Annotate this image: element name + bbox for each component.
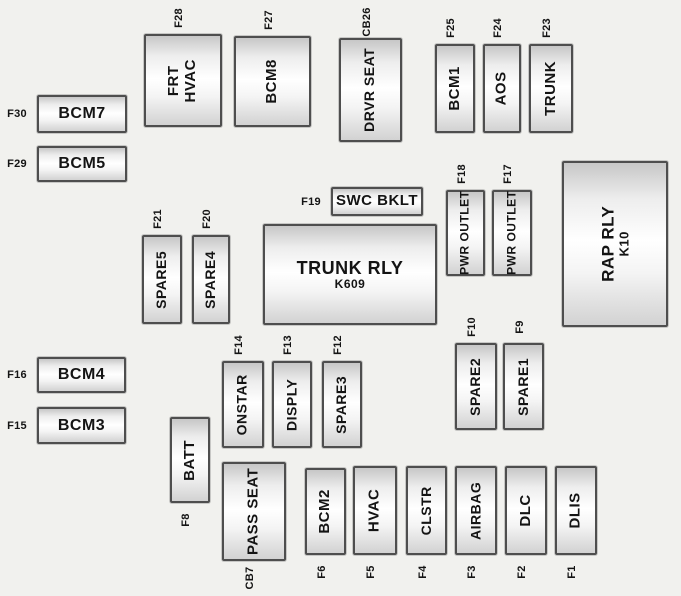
fuse-box-label-f18: PWR OUTLET [457, 190, 472, 276]
fuse-box-f15: BCM3 [37, 407, 126, 444]
fuse-box-f23: TRUNK [529, 44, 573, 133]
fuse-box-f6: BCM2 [305, 468, 346, 555]
fuse-box-f17: PWR OUTLET [492, 190, 532, 276]
fuse-box-label-f24: AOS [492, 71, 510, 106]
fuse-id-f18: F18 [455, 164, 468, 184]
fuse-box-f18: PWR OUTLET [446, 190, 485, 276]
fuse-id-cb7: CB7 [244, 566, 256, 590]
fuse-id-f25: F25 [445, 18, 457, 38]
fuse-id-f1: F1 [566, 565, 578, 579]
fuse-box-label-f5: HVAC [365, 488, 383, 533]
fuse-id-cb26: CB26 [360, 7, 373, 37]
fuse-box-label-f6: BCM2 [316, 489, 334, 534]
fuse-box-f5: HVAC [353, 466, 397, 555]
fuse-box-cb26: DRVR SEAT [339, 38, 402, 142]
fuse-id-f27: F27 [262, 10, 275, 30]
fuse-box-f30: BCM7 [37, 95, 127, 133]
fuse-id-f21: F21 [152, 209, 164, 229]
fuse-id-f5: F5 [365, 565, 377, 579]
fuse-id-f24: F24 [492, 18, 504, 38]
fuse-id-f16: F16 [7, 369, 27, 381]
fuse-box-f3: AIRBAG [455, 466, 497, 555]
fuse-box-f16: BCM4 [37, 357, 126, 393]
fuse-id-f8: F8 [180, 513, 192, 527]
fuse-id-f15: F15 [7, 419, 27, 432]
fuse-id-f28: F28 [173, 8, 185, 28]
fuse-box-cb7: PASS SEAT [222, 462, 286, 561]
fuse-box-label-f30: BCM7 [58, 105, 106, 123]
fuse-id-f3: F3 [466, 565, 478, 579]
fuse-box-label-f20: SPARE4 [202, 250, 219, 309]
fuse-box-f8: BATT [170, 417, 210, 503]
fuse-box-f12: SPARE3 [322, 361, 362, 448]
relay-code-k609: K609 [334, 276, 366, 291]
fuse-box-f25: BCM1 [435, 44, 475, 133]
fuse-id-f4: F4 [416, 565, 429, 579]
fuse-box-label-f21: SPARE5 [153, 250, 170, 309]
fuse-id-f2: F2 [516, 565, 528, 579]
fuse-box-label-f14: ONSTAR [234, 373, 251, 436]
fuse-id-f10: F10 [466, 317, 478, 337]
fuse-box-f21: SPARE5 [142, 235, 182, 324]
fuse-box-label-cb7: PASS SEAT [244, 467, 262, 556]
fuse-box-label-f9: SPARE1 [514, 357, 531, 416]
fuse-box-label-f3: AIRBAG [467, 481, 484, 540]
fuse-box-label-f4: CLSTR [417, 485, 434, 536]
fuse-box-label-f1: DLIS [566, 492, 584, 529]
fuse-box-label-f25: BCM1 [445, 66, 463, 111]
fuse-box-f14: ONSTAR [222, 361, 264, 448]
fuse-box-label-f17: PWR OUTLET [504, 190, 519, 276]
fuse-box-label-f29: BCM5 [58, 155, 106, 173]
fuse-box-f9: SPARE1 [503, 343, 544, 430]
fuse-box-label-f16: BCM4 [57, 366, 106, 384]
fuse-box-label-f27: BCM8 [263, 59, 281, 104]
fuse-box-f13: DISPLY [272, 361, 312, 448]
fuse-box-label-f15: BCM3 [57, 416, 106, 434]
fuse-id-f13: F13 [282, 335, 294, 355]
fuse-box-label-f8: BATT [180, 439, 198, 481]
fuse-id-f20: F20 [201, 209, 213, 229]
fuse-box-f29: BCM5 [37, 146, 127, 182]
fuse-id-f17: F17 [502, 164, 514, 184]
fuse-box-f1: DLIS [555, 466, 597, 555]
fuse-id-f30: F30 [7, 108, 27, 120]
fuse-box-f10: SPARE2 [455, 343, 497, 430]
fuse-box-f19: SWC BKLT [331, 187, 423, 216]
fuse-box-label-f19: SWC BKLT [335, 192, 419, 210]
fuse-box-f4: CLSTR [406, 466, 447, 555]
fuse-id-f12: F12 [332, 335, 344, 355]
fuse-id-f19: F19 [301, 195, 321, 208]
fuse-box-f27: BCM8 [234, 36, 311, 127]
fuse-box-label-f13: DISPLY [283, 378, 300, 431]
fuse-box-f2: DLC [505, 466, 547, 555]
fuse-id-f23: F23 [541, 18, 553, 38]
fuse-id-f29: F29 [7, 158, 27, 170]
relay-code-k10: K10 [616, 231, 632, 257]
fuse-box-label-f12: SPARE3 [333, 375, 350, 434]
fuse-box-f20: SPARE4 [192, 235, 230, 324]
fuse-id-f6: F6 [315, 565, 328, 579]
fuse-id-f14: F14 [233, 335, 245, 355]
fuse-box-label-cb26: DRVR SEAT [361, 47, 378, 133]
fuse-box-label-f23: TRUNK [541, 60, 559, 116]
fuse-id-f9: F9 [513, 320, 526, 334]
fuse-box-label-f2: DLC [516, 494, 534, 527]
fuse-box-label-f10: SPARE2 [467, 357, 484, 416]
fuse-box-f24: AOS [483, 44, 521, 133]
